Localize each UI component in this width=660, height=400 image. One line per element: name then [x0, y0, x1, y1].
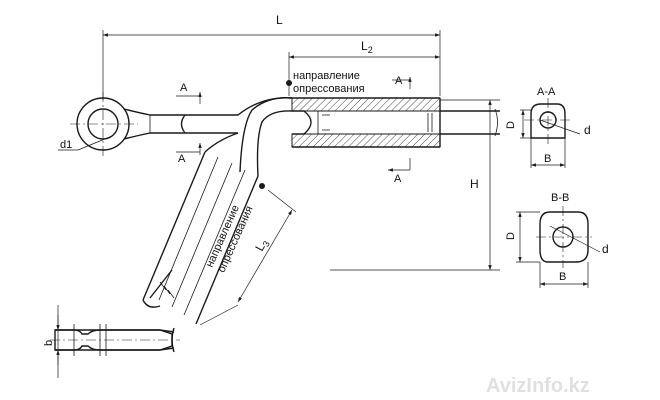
dim-label-l3: L3: [252, 237, 272, 255]
press-direction-label-1: направление: [293, 70, 360, 82]
section-aa: [520, 98, 581, 168]
section-mark-a-top: A: [180, 82, 188, 94]
section-aa-dim-d-small: d: [584, 123, 591, 137]
main-view: [70, 80, 500, 325]
sleeve-wall-bottom: [291, 133, 441, 148]
watermark-logo: AvizInfo.kz: [486, 375, 590, 397]
section-bb-title: B-B: [551, 192, 569, 204]
section-aa-title: A-A: [537, 86, 556, 98]
dim-label-h: H: [470, 177, 479, 191]
section-bb: [516, 206, 601, 288]
press-dot-angled: [259, 183, 265, 189]
dim-label-b: b: [43, 340, 55, 346]
sleeve-wall-top: [291, 97, 441, 112]
section-aa-dim-d-large: D: [505, 121, 517, 129]
dim-label-l2: L2: [361, 39, 373, 55]
section-bb-dim-b: B: [559, 271, 566, 283]
dim-label-l: L: [276, 13, 283, 27]
section-mark-a-right-bottom: A: [394, 173, 402, 185]
section-aa-dim-b: B: [544, 153, 551, 165]
dimensions-main: [58, 30, 500, 326]
side-view: [50, 305, 180, 378]
dim-label-d1: d1: [60, 139, 72, 151]
section-mark-a-bottom: A: [178, 153, 186, 165]
angled-sleeve: [142, 151, 259, 325]
section-mark-a-right-top: A: [395, 75, 403, 87]
section-bb-dim-d-large: D: [505, 232, 517, 240]
press-direction-label-2: опрессования: [293, 83, 365, 95]
section-bb-dim-d-small: d: [602, 242, 609, 256]
